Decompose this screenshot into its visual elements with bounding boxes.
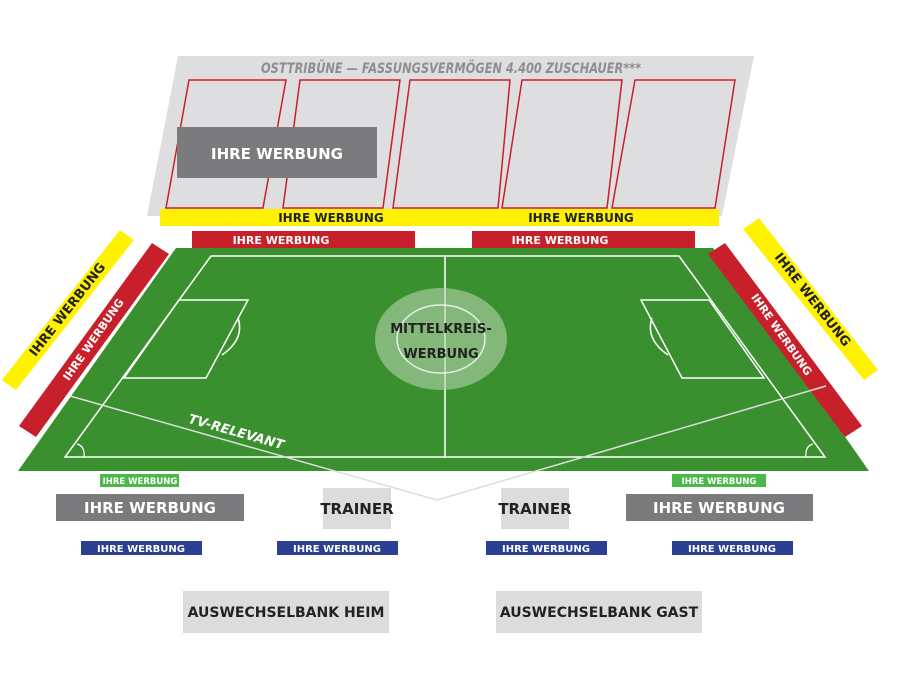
tv-line-right [436, 385, 827, 501]
tv-line-left [69, 395, 438, 501]
blue-banner-4 [672, 541, 793, 555]
stand-block-4 [501, 79, 623, 209]
blue-banner-4-label: IHRE WERBUNG [688, 544, 776, 555]
pitch: MITTELKREIS- WERBUNG [18, 248, 869, 471]
blue-banner-2 [277, 541, 398, 555]
trainer-home-box [323, 488, 391, 529]
bottom-green-left-label: IHRE WERBUNG [103, 477, 178, 487]
top-red-left-label: IHRE WERBUNG [233, 234, 330, 247]
bench-home-box [183, 591, 389, 633]
center-circle-ad [375, 288, 507, 390]
bottom-green-right-label: IHRE WERBUNG [682, 477, 757, 487]
top-red-banner-right [472, 231, 695, 248]
penalty-area-left [122, 299, 250, 379]
right-red-banner [708, 243, 862, 437]
east-stand-title: OSTTRIBÜNE — FASSUNGSVERMÖGEN 4.400 ZUSC… [261, 59, 642, 77]
stand-block-3 [392, 79, 511, 209]
bottom-gray-banner-left [56, 494, 244, 521]
bench-away-label: AUSWECHSELBANK GAST [500, 605, 699, 621]
left-yellow-banner [2, 230, 134, 390]
right-yellow-banner [743, 218, 878, 380]
trainer-away-box [501, 488, 569, 529]
penalty-area-right [639, 299, 766, 379]
bottom-gray-right-label: IHRE WERBUNG [653, 499, 785, 517]
top-red-right-label: IHRE WERBUNG [512, 234, 609, 247]
bench-away-box [496, 591, 702, 633]
trainer-home-label: TRAINER [320, 500, 394, 518]
top-yellow-banner [160, 209, 719, 226]
stand-ad-label: IHRE WERBUNG [211, 145, 343, 163]
corner-arc-left [76, 443, 85, 458]
top-yellow-right-label: IHRE WERBUNG [528, 211, 634, 225]
blue-banner-3 [486, 541, 607, 555]
stand-block-5 [611, 79, 736, 209]
corner-arc-right [805, 443, 814, 458]
top-yellow-left-label: IHRE WERBUNG [278, 211, 384, 225]
blue-banner-2-label: IHRE WERBUNG [293, 544, 381, 555]
center-ad-label-2: WERBUNG [403, 347, 478, 362]
center-ad-label-1: MITTELKREIS- [390, 322, 492, 337]
blue-banner-3-label: IHRE WERBUNG [502, 544, 590, 555]
bottom-gray-left-label: IHRE WERBUNG [84, 499, 216, 517]
left-red-banner [19, 243, 169, 437]
stand-ad-box [177, 127, 377, 178]
bottom-gray-banner-right [626, 494, 813, 521]
blue-banner-1-label: IHRE WERBUNG [97, 544, 185, 555]
pitch-outline [63, 255, 827, 458]
blue-banner-1 [81, 541, 202, 555]
bottom-green-banner-left [100, 474, 179, 487]
trainer-away-label: TRAINER [498, 500, 572, 518]
bottom-green-banner-right [672, 474, 766, 487]
center-circle [396, 304, 486, 374]
bench-home-label: AUSWECHSELBANK HEIM [188, 605, 385, 621]
stand-block-1 [165, 79, 287, 209]
east-stand: OSTTRIBÜNE — FASSUNGSVERMÖGEN 4.400 ZUSC… [147, 56, 754, 216]
top-red-banner-left [192, 231, 415, 248]
penalty-arc-left [221, 317, 241, 356]
penalty-arc-right [649, 317, 669, 356]
